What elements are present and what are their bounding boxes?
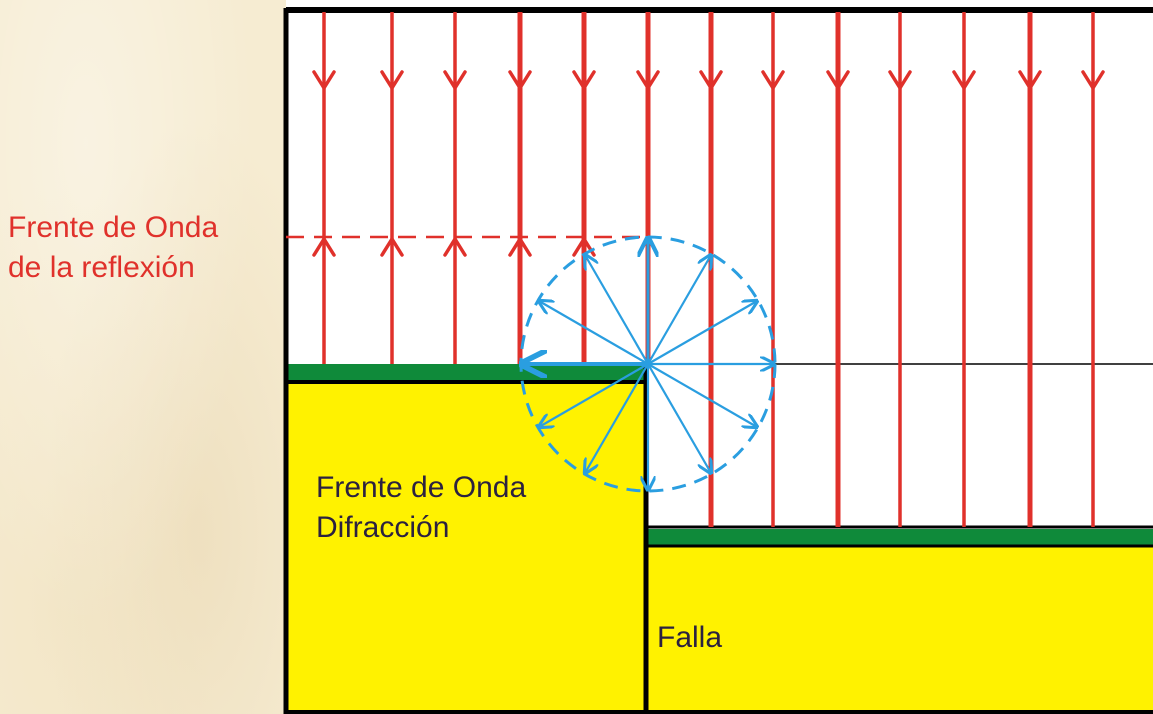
down-arrowhead bbox=[508, 70, 532, 92]
down-arrowhead bbox=[1081, 70, 1105, 92]
down-arrowhead bbox=[1018, 70, 1042, 92]
down-arrowhead bbox=[952, 70, 976, 92]
down-arrowhead bbox=[380, 70, 404, 92]
down-arrowhead bbox=[826, 70, 850, 92]
diffraction-ray bbox=[585, 255, 649, 365]
diffraction-ray bbox=[647, 363, 757, 427]
diffraction-ray bbox=[647, 301, 757, 365]
parchment-background bbox=[0, 0, 286, 714]
diffraction-ray bbox=[585, 363, 649, 473]
diffraction-ray bbox=[539, 301, 649, 365]
diffraction-ray bbox=[647, 255, 711, 365]
down-arrowhead bbox=[699, 70, 723, 92]
down-arrowhead bbox=[443, 70, 467, 92]
down-arrowhead bbox=[636, 70, 660, 92]
down-arrowhead bbox=[888, 70, 912, 92]
reflection-wavefront-label-line2: de la reflexión bbox=[8, 251, 195, 284]
down-arrowhead bbox=[761, 70, 785, 92]
up-arrowhead bbox=[508, 235, 532, 257]
fault-label: Falla bbox=[657, 621, 723, 654]
up-arrowhead bbox=[380, 235, 404, 257]
up-arrowhead bbox=[312, 235, 336, 257]
diffraction-ray bbox=[647, 363, 711, 473]
reflection-arrowheads bbox=[312, 235, 596, 257]
left-rock-block bbox=[286, 380, 648, 714]
right-rock-block bbox=[648, 545, 1153, 714]
diffraction-wavefront-label-line1: Frente de Onda bbox=[316, 471, 527, 504]
up-arrowhead bbox=[443, 235, 467, 257]
incident-arrowheads bbox=[312, 70, 1105, 92]
reflection-wavefront-label-line1: Frente de Onda bbox=[8, 211, 219, 244]
down-arrowhead bbox=[312, 70, 336, 92]
diffraction-rays bbox=[522, 238, 774, 490]
lower-reflector bbox=[648, 529, 1153, 545]
diffraction-wavefront-label-line2: Difracción bbox=[316, 511, 450, 544]
upper-reflector bbox=[286, 364, 648, 380]
diffraction-ray bbox=[539, 363, 649, 427]
down-arrowhead bbox=[572, 70, 596, 92]
